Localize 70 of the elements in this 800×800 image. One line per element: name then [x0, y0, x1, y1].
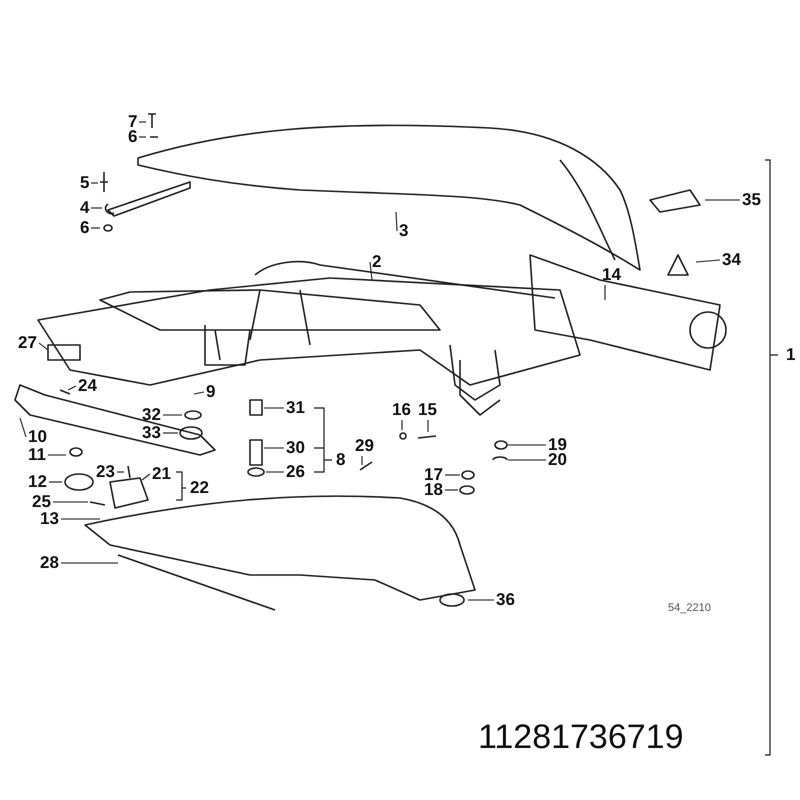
- callout-number: 15: [418, 400, 437, 420]
- leader-line: [445, 474, 460, 476]
- leader-line: [49, 481, 62, 483]
- callout-number: 8: [336, 450, 346, 470]
- leader-line: [19, 418, 27, 438]
- leader-line: [142, 474, 150, 480]
- drawing-number: 54_2210: [668, 601, 711, 616]
- callout-number: 5: [80, 173, 90, 193]
- callout-number: 24: [78, 376, 97, 396]
- callout-number: 32: [142, 405, 161, 425]
- leader-line: [508, 444, 546, 446]
- callout-number: 9: [206, 382, 216, 402]
- callout-number: 33: [142, 423, 161, 443]
- leader-line: [139, 136, 146, 138]
- callout-number: 21: [152, 464, 171, 484]
- leader-line: [68, 386, 76, 390]
- leader-line: [696, 259, 720, 263]
- leader-line: [361, 456, 363, 465]
- leader-line: [91, 227, 100, 229]
- callout-number: 23: [96, 462, 115, 482]
- callout-number: 35: [742, 190, 761, 210]
- leader-line: [61, 562, 118, 564]
- callout-number: 18: [424, 480, 443, 500]
- callout-number: 36: [496, 590, 515, 610]
- leader-line: [53, 501, 88, 503]
- callout-number: 25: [32, 492, 51, 512]
- callout-number: 22: [190, 478, 209, 498]
- callout-number: 12: [28, 472, 47, 492]
- leader-line: [705, 199, 740, 201]
- callout-number: 3: [399, 221, 408, 241]
- leader-line: [264, 447, 284, 449]
- callout-number: 13: [40, 509, 59, 529]
- callout-number: 34: [722, 250, 741, 270]
- leader-line: [38, 342, 48, 350]
- leader-line: [48, 454, 66, 456]
- leader-line: [163, 414, 182, 416]
- leader-line: [91, 182, 98, 184]
- leader-line: [61, 518, 100, 520]
- leader-line: [468, 599, 494, 601]
- callout-number: 20: [548, 450, 567, 470]
- leader-line: [427, 420, 429, 432]
- leader-line: [264, 407, 284, 409]
- callout-number: 26: [286, 462, 305, 482]
- callout-number: 6: [128, 127, 138, 147]
- callout-number: 2: [372, 252, 382, 272]
- leader-line: [508, 459, 546, 461]
- callout-number: 31: [286, 398, 305, 418]
- leader-line: [445, 489, 458, 491]
- callout-number: 4: [80, 198, 90, 218]
- leader-line: [194, 391, 204, 395]
- callout-number: 11: [28, 445, 46, 465]
- leader-line: [117, 471, 124, 473]
- leader-line: [401, 420, 403, 430]
- callout-number: 1: [786, 345, 796, 365]
- leader-line: [266, 471, 284, 473]
- leader-line: [139, 121, 146, 123]
- part-number: 11281736719: [478, 717, 684, 757]
- leader-line: [91, 207, 102, 209]
- callout-number: 30: [286, 438, 305, 458]
- leader-line: [369, 262, 373, 280]
- callout-number: 10: [28, 427, 47, 447]
- callout-number: 29: [355, 436, 374, 456]
- callout-number: 27: [18, 333, 37, 353]
- callout-number: 16: [392, 400, 411, 420]
- leader-line: [395, 212, 398, 232]
- leader-line: [604, 285, 606, 300]
- callout-number: 6: [80, 218, 90, 238]
- callout-number: 14: [602, 265, 621, 285]
- callout-number: 28: [40, 553, 59, 573]
- leader-line: [163, 432, 178, 434]
